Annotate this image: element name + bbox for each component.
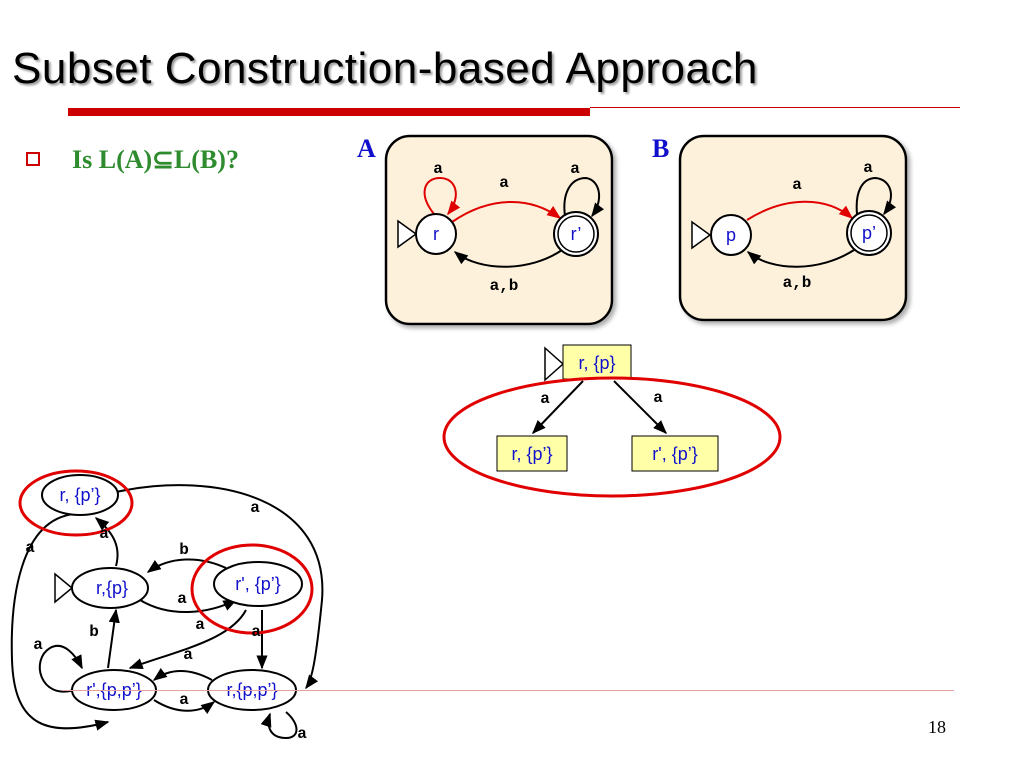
label-root-left: a bbox=[540, 390, 550, 408]
question-text: Is L(A)⊆L(B)? bbox=[72, 145, 239, 174]
automaton-a-name: A bbox=[357, 134, 376, 163]
highlight-circle-top-node bbox=[18, 469, 134, 537]
label-r-self: a bbox=[433, 160, 443, 178]
label-pprime-to-p: a,b bbox=[783, 274, 812, 292]
graph-edge-label: a bbox=[179, 691, 189, 709]
graph-node-rprimepprime bbox=[213, 561, 303, 607]
edge-rpp-to-rp bbox=[107, 608, 120, 669]
title-underline-rule bbox=[590, 107, 960, 108]
edge-rpp-to-rpprime bbox=[153, 699, 216, 715]
initial-state-arrow-icon bbox=[544, 346, 565, 382]
edge-rprimepprime-to-rp bbox=[146, 558, 227, 573]
edge-pprime-to-p bbox=[746, 249, 855, 268]
page-number: 18 bbox=[928, 717, 946, 737]
state-pprime-inner bbox=[850, 214, 888, 252]
edge-pprime-self-loop bbox=[855, 176, 897, 216]
edge-top-to-rpp-right bbox=[115, 484, 324, 690]
product-state-root bbox=[562, 344, 632, 380]
graph-edge-label: a bbox=[297, 725, 307, 743]
product-state-right bbox=[631, 435, 719, 472]
graph-edge-label: a bbox=[195, 616, 205, 634]
graph-edge-label: a bbox=[251, 623, 261, 641]
title-underline-bar bbox=[68, 108, 590, 116]
graph-edge-label: b bbox=[179, 541, 189, 559]
initial-state-arrow-icon bbox=[54, 572, 74, 604]
graph-edge-label: a bbox=[99, 525, 109, 543]
initial-state-arrow-icon bbox=[397, 219, 418, 249]
edge-rp-to-rprimepprime bbox=[139, 599, 238, 614]
edge-p-to-pprime bbox=[746, 200, 854, 221]
product-state-root-label: r, {p} bbox=[578, 353, 615, 373]
highlight-circle-rprimepprime bbox=[190, 543, 314, 635]
graph-node-rprimepprime-label: r', {p’} bbox=[235, 574, 280, 594]
graph-edge-label: a bbox=[183, 646, 193, 664]
edge-r-to-rprime bbox=[451, 201, 562, 223]
edge-rprime-to-r bbox=[453, 249, 563, 268]
label-r-to-rprime: a bbox=[499, 174, 509, 192]
edge-r-self-loop bbox=[423, 176, 461, 216]
subset-graph: r, {p’} r,{p} r', {p’} r',{p,p’} r,{p,p’… bbox=[10, 469, 324, 743]
automaton-a: A r r’ a a a a,b bbox=[357, 134, 614, 326]
graph-node-rp bbox=[71, 567, 149, 609]
bullet-square-icon bbox=[26, 152, 40, 166]
graph-node-top bbox=[41, 474, 119, 516]
edge-rprime-self-loop bbox=[563, 176, 605, 218]
edge-rp-to-top bbox=[94, 517, 119, 567]
graph-edge-label: a bbox=[177, 590, 187, 608]
automaton-b-panel bbox=[678, 134, 908, 322]
product-state-left bbox=[496, 435, 568, 472]
state-r bbox=[415, 213, 457, 255]
subset-step: r, {p} a a r, {p’} r', {p’} bbox=[442, 344, 782, 498]
highlight-circle-subset-step bbox=[442, 376, 782, 498]
label-rprime-to-r: a,b bbox=[490, 277, 519, 295]
product-state-right-label: r', {p’} bbox=[652, 444, 697, 464]
state-p-label: p bbox=[726, 225, 736, 245]
label-p-to-pprime: a bbox=[792, 176, 802, 194]
label-root-right: a bbox=[653, 389, 663, 407]
edge-rpprime-self-loop bbox=[260, 711, 298, 740]
graph-edge-label: a bbox=[33, 636, 43, 654]
edge-root-to-right bbox=[613, 380, 667, 434]
edge-root-to-left bbox=[532, 380, 584, 435]
label-rprime-self: a bbox=[570, 160, 580, 178]
product-state-left-label: r, {p’} bbox=[511, 444, 552, 464]
edge-top-to-rpp-left bbox=[10, 513, 110, 731]
automaton-b: B p p’ a a a,b bbox=[652, 134, 908, 322]
state-p bbox=[710, 214, 752, 256]
graph-edge-label: a bbox=[250, 499, 260, 517]
edge-rpp-self-loop bbox=[38, 645, 83, 693]
edge-rprimepprime-to-rpp bbox=[128, 609, 247, 670]
slide-title: Subset Construction-based Approach bbox=[12, 44, 758, 93]
automaton-a-panel bbox=[384, 134, 614, 326]
graph-node-top-label: r, {p’} bbox=[59, 485, 100, 505]
graph-node-rp-label: r,{p} bbox=[96, 578, 128, 598]
graph-edge-label: b bbox=[89, 623, 99, 641]
footer-rule bbox=[62, 690, 954, 691]
state-rprime-inner bbox=[557, 215, 595, 253]
graph-edge-label: a bbox=[25, 539, 35, 557]
initial-state-arrow-icon bbox=[691, 220, 712, 250]
state-r-label: r bbox=[433, 224, 439, 244]
label-pprime-self: a bbox=[863, 159, 873, 177]
edge-rpprime-to-rpp bbox=[152, 667, 213, 681]
state-rprime-label: r’ bbox=[571, 224, 582, 244]
automaton-b-name: B bbox=[652, 134, 669, 163]
state-pprime-label: p’ bbox=[862, 223, 876, 243]
